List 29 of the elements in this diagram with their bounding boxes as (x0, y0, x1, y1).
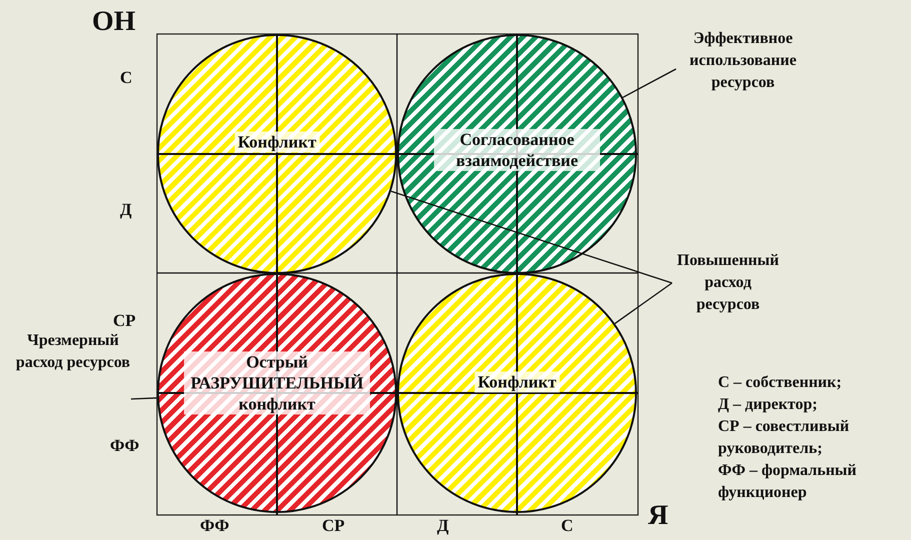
axis-tick-label: ФФ (110, 436, 140, 456)
quadrant-label: Конфликт (474, 372, 560, 392)
legend-note: Д – директор; (718, 395, 818, 415)
callout-text: Эффективное использование ресурсов (668, 28, 818, 94)
axis-tick-label: СР (113, 311, 136, 331)
axis-tick-label: С (120, 68, 132, 88)
callout-text: Чрезмерный расход ресурсов (12, 330, 134, 374)
quadrant-label: Конфликт (234, 132, 320, 152)
axis-title: Я (648, 500, 668, 532)
striped-circle (157, 273, 397, 513)
leader-line (614, 282, 672, 324)
legend-note: СР – совестливый руководитель; (718, 417, 850, 459)
leader-line (130, 397, 158, 400)
axis-tick-label: Д (437, 516, 449, 536)
callout-text: Повышенный расход ресурсов (672, 250, 784, 316)
striped-circle (397, 273, 637, 513)
axis-title: ОН (92, 6, 136, 38)
axis-tick-label: ФФ (200, 516, 230, 536)
axis-tick-label: С (561, 516, 574, 536)
leader-line (390, 190, 672, 284)
axis-tick-label: СР (322, 516, 345, 536)
leader-line (622, 68, 676, 98)
quadrant-label: Острый РАЗРУШИТЕЛЬНЫЙ конфликт (184, 352, 370, 414)
legend-note: ФФ – формальный функционер (718, 461, 858, 503)
striped-circle (157, 34, 397, 274)
axis-tick-label: Д (120, 200, 132, 220)
quadrant-label: Согласованное взаимодействие (434, 129, 600, 171)
striped-circle (397, 34, 637, 274)
legend-note: С – собственник; (718, 373, 843, 393)
